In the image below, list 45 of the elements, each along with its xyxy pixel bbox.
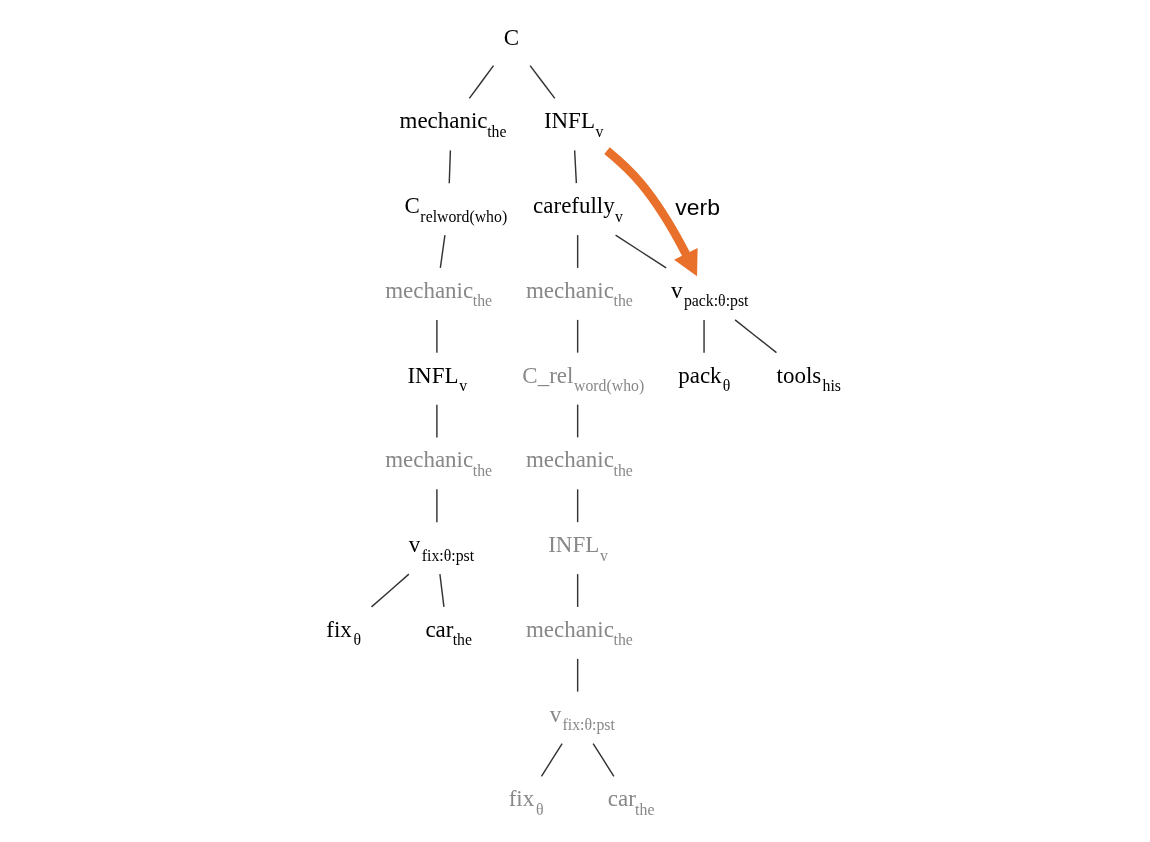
arrow — [603, 147, 698, 277]
connector — [435, 403, 438, 439]
node-text: INFL$_{v}$ — [406, 362, 467, 395]
connector — [438, 573, 445, 608]
connector — [468, 64, 494, 100]
node-text: C$_{relword(who)}$ — [404, 193, 507, 225]
node-text: mechanic$_{the}$ — [525, 616, 633, 649]
connector — [614, 234, 667, 269]
node-text: fix$_{θ}$ — [325, 616, 361, 649]
connector — [528, 64, 556, 100]
connector — [435, 319, 438, 354]
node-text: v$_{fix:θ:pst}$ — [549, 701, 615, 734]
connector — [591, 742, 615, 778]
edge-label: verb — [674, 193, 720, 220]
node-text: car$_{the}$ — [424, 616, 472, 649]
node-text: C — [503, 25, 519, 51]
node-text: INFL$_{v}$ — [543, 108, 603, 140]
node-text: C_rel$_{word(who)}$ — [521, 362, 644, 395]
connector — [576, 319, 578, 354]
connector — [576, 403, 578, 439]
node-text: INFL$_{v}$ — [547, 532, 608, 564]
node-text: carefully$_{v}$ — [532, 193, 623, 225]
connector — [576, 488, 578, 523]
node-text: mechanic$_{the}$ — [525, 277, 633, 310]
connector — [435, 488, 438, 523]
connector — [576, 234, 578, 269]
connector — [448, 149, 451, 184]
connector — [573, 149, 577, 184]
node-text: fix$_{θ}$ — [508, 786, 544, 818]
connector — [540, 742, 563, 778]
connector — [439, 234, 446, 269]
node-text: car$_{the}$ — [607, 786, 654, 818]
connector — [370, 573, 410, 608]
node-text: mechanic$_{the}$ — [384, 277, 492, 310]
node-text: v$_{pack:θ:pst}$ — [670, 277, 748, 310]
node-text: mechanic$_{the}$ — [399, 108, 506, 140]
connector — [576, 573, 578, 608]
node-text: mechanic$_{the}$ — [525, 447, 633, 479]
connector — [733, 319, 777, 354]
connector — [702, 319, 705, 354]
node-text: tools$_{his}$ — [776, 362, 841, 395]
node-text: pack$_{θ}$ — [677, 362, 730, 395]
node-text: mechanic$_{the}$ — [384, 447, 492, 479]
node-text: v$_{fix:θ:pst}$ — [408, 532, 474, 564]
connector — [576, 658, 578, 693]
